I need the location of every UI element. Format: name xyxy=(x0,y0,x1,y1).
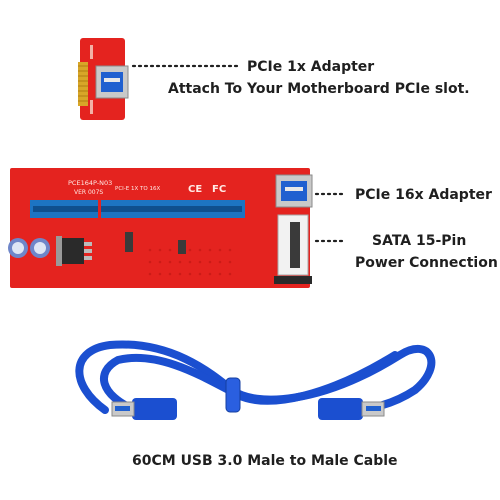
gold-fingers xyxy=(78,62,88,106)
label-sata-line2: Power Connection xyxy=(355,255,498,271)
usb-plug-left xyxy=(111,398,177,420)
ce-mark: CE xyxy=(188,184,202,195)
pcie-conversion-text: PCI-E 1X TO 16X xyxy=(115,186,160,192)
label-pcie-1x-desc: Attach To Your Motherboard PCIe slot. xyxy=(168,81,470,97)
board-model-text: PCE164P-N03 xyxy=(68,179,112,187)
pcie-16x-adapter-board: PCE164P-N03 VER 007S PCI-E 1X TO 16X CE … xyxy=(8,168,313,288)
leader-lines xyxy=(131,64,348,243)
board-version-text: VER 007S xyxy=(74,189,103,196)
label-pcie-16x: PCIe 16x Adapter xyxy=(355,187,492,203)
label-cable: 60CM USB 3.0 Male to Male Cable xyxy=(132,453,398,469)
fc-mark: FC xyxy=(212,184,226,195)
usb-plug-right xyxy=(318,398,385,420)
cable-tie xyxy=(225,377,241,413)
usb-3-cable xyxy=(75,340,436,415)
label-sata-line1: SATA 15-Pin xyxy=(372,233,467,249)
voltage-regulator xyxy=(62,238,84,264)
label-pcie-1x-title: PCIe 1x Adapter xyxy=(247,59,375,75)
capacitors xyxy=(8,238,50,258)
pcie-1x-adapter-board xyxy=(78,38,129,120)
